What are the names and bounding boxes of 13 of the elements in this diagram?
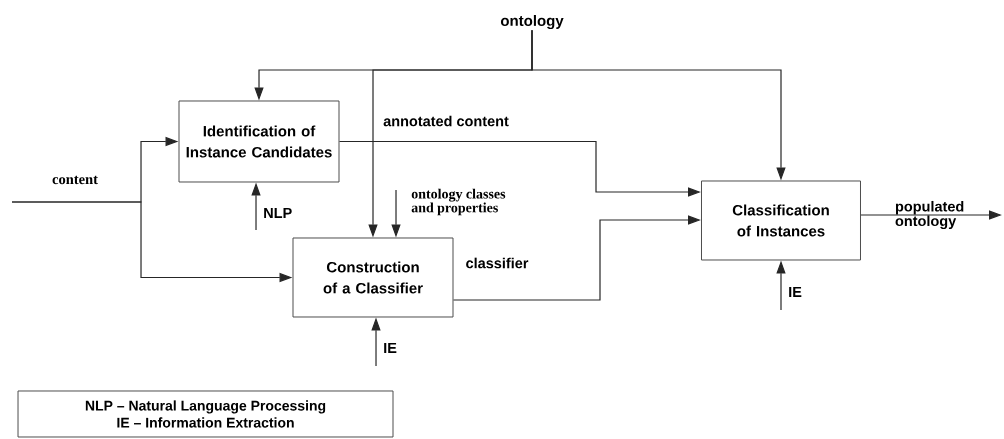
input-label: ontology <box>500 15 564 30</box>
edge-label: annotated content <box>383 115 509 127</box>
process-box: Construction of a Classifier <box>292 237 454 318</box>
edge-label: NLP <box>264 208 292 218</box>
edge-label: content <box>52 175 98 185</box>
edge-label: populated ontology <box>895 200 964 230</box>
edge-label: classifier <box>466 257 529 269</box>
process-box: Classification of Instances <box>701 180 861 261</box>
edge-label: IE <box>789 287 802 297</box>
legend-box: NLP – Natural Language Processing IE – Information Extraction <box>17 390 394 438</box>
edge-label: IE <box>384 343 397 353</box>
process-box: Identification of Instance Candidates <box>178 100 340 183</box>
edge-label: ontology classes and properties <box>411 188 506 216</box>
